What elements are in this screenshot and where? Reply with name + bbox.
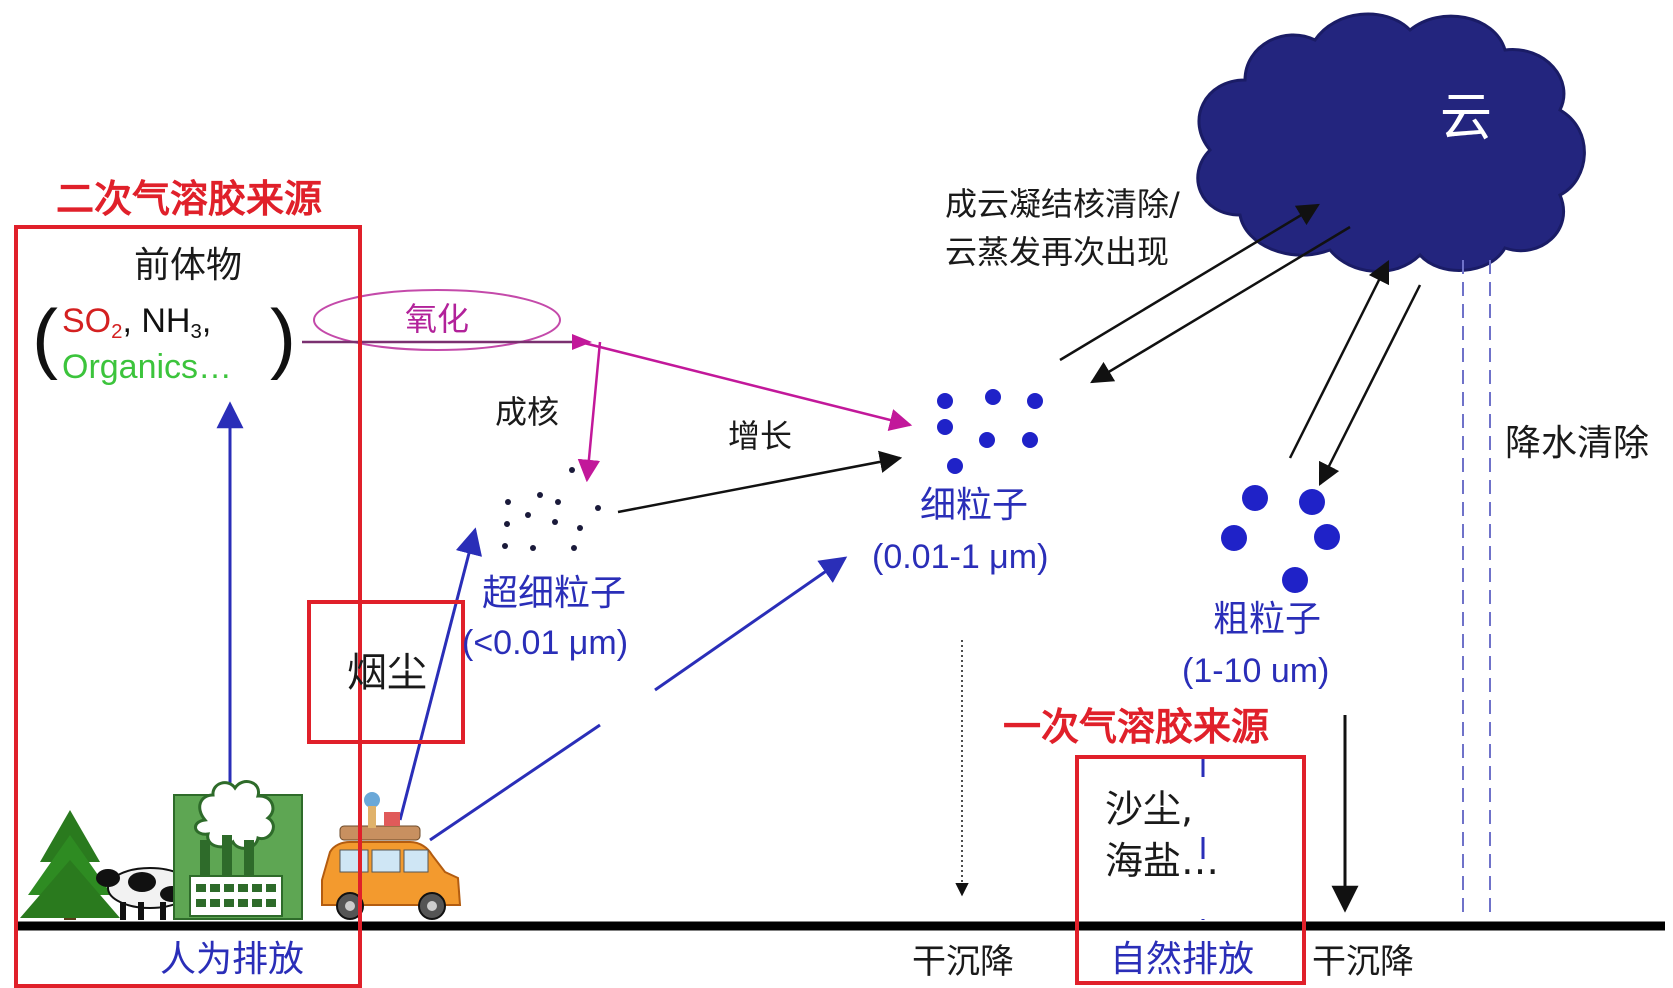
- coarse-particles: [1221, 485, 1340, 593]
- ultrafine-size: (<0.01 μm): [462, 624, 629, 662]
- coarse-size: (1-10 um): [1182, 652, 1330, 690]
- oxidation-to-ultrafine-arrow: [577, 341, 602, 483]
- nh3-text: NH: [131, 302, 191, 340]
- growth-label: 增长: [728, 417, 793, 455]
- precursor-label: 前体物: [134, 245, 243, 286]
- cloud-activation-label-1: 成云凝结核清除/: [945, 185, 1180, 223]
- oxidation-arrowhead-small: [572, 334, 592, 350]
- oxidation-ellipse: [313, 289, 561, 351]
- nh3-subscript: 3: [190, 321, 202, 343]
- primary-source-title: 一次气溶胶来源: [1003, 704, 1270, 749]
- nucleation-label: 成核: [495, 393, 560, 431]
- precursor-close-paren: ): [270, 293, 296, 381]
- oxidation-to-fine-arrow: [579, 340, 913, 431]
- dust-text: 沙尘,: [1105, 787, 1194, 831]
- vehicle-to-fine-arrow-2: [654, 556, 848, 692]
- natural-emission-label: 自然排放: [1110, 939, 1255, 980]
- fine-label: 细粒子: [920, 485, 1029, 526]
- factory-icon: [173, 780, 303, 920]
- precipitation-label: 降水清除: [1505, 423, 1650, 464]
- fine-size: (0.01-1 μm): [872, 538, 1049, 576]
- cloud-to-coarse-arrow: [1318, 284, 1422, 487]
- comma-2: ,: [201, 302, 212, 340]
- growth-arrow: [617, 450, 903, 514]
- organics-text: Organics…: [62, 348, 233, 386]
- comma-1: ,: [122, 302, 132, 340]
- dry-deposition-label-1: 干沉降: [912, 942, 1014, 982]
- so2-subscript: 2: [111, 321, 123, 343]
- smoke-box: [307, 600, 465, 744]
- precursor-open-paren: (: [32, 293, 58, 381]
- to-cloud-arrow: [1059, 203, 1320, 362]
- ultrafine-label: 超细粒子: [482, 573, 627, 614]
- ultrafine-particles: [502, 467, 601, 551]
- coarse-label: 粗粒子: [1213, 599, 1322, 640]
- precursor-chemicals: SO2, NH3,: [62, 304, 211, 342]
- sea-salt-text: 海盐…: [1105, 839, 1220, 883]
- smoke-label: 烟尘: [347, 650, 427, 696]
- oxidation-label: 氧化: [405, 300, 470, 338]
- cloud-label: 云: [1440, 88, 1493, 148]
- vehicle-to-fine-arrow: [429, 723, 601, 842]
- from-cloud-arrow: [1090, 225, 1351, 384]
- cloud-shape: [1196, 12, 1586, 273]
- fine-particles: [937, 389, 1043, 474]
- cloud-activation-label-2: 云蒸发再次出现: [945, 233, 1170, 271]
- secondary-source-title: 二次气溶胶来源: [56, 176, 323, 221]
- primary-source-box: [1075, 755, 1306, 985]
- secondary-source-box: [14, 225, 362, 988]
- dry-deposition-label-2: 干沉降: [1312, 942, 1414, 982]
- vehicle-to-ultrafine-arrow: [398, 527, 482, 821]
- so2-text: SO: [62, 302, 112, 340]
- anthropogenic-label: 人为排放: [160, 939, 305, 980]
- coarse-to-cloud-arrow: [1288, 259, 1390, 459]
- tree-icon: [20, 810, 120, 920]
